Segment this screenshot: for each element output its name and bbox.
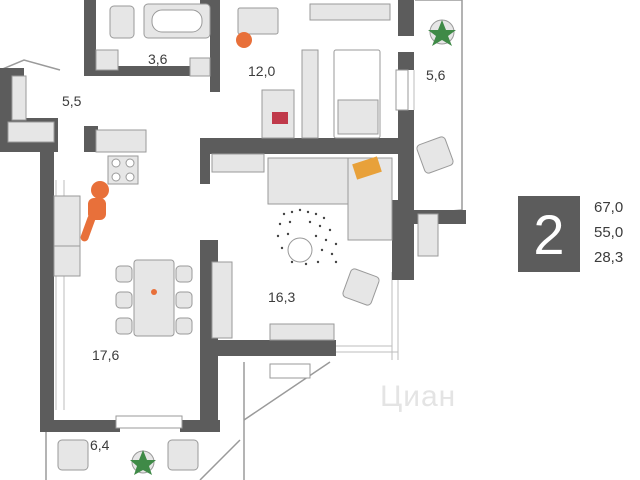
chair-orange — [236, 32, 252, 48]
bathroom-fixtures — [95, 3, 211, 77]
desk — [237, 7, 279, 35]
hallway-closet — [7, 75, 147, 153]
wardrobe — [211, 261, 233, 339]
rooms-count-badge: 2 — [518, 196, 580, 272]
area-label-living-room: 16,3 — [268, 289, 295, 305]
tv-stand — [211, 153, 265, 173]
kitchen-area: 28,3 — [594, 249, 624, 266]
plant-leaves — [130, 20, 456, 475]
area-label-hallway: 5,5 — [62, 93, 82, 109]
wall — [40, 420, 120, 432]
area-label-bathroom: 3,6 — [148, 51, 168, 67]
armchair — [342, 268, 380, 306]
armchair — [167, 439, 199, 471]
armchair — [57, 439, 89, 471]
wall — [84, 0, 96, 76]
person-figure — [80, 181, 109, 242]
window — [115, 415, 183, 429]
wall — [210, 0, 220, 92]
area-label-balcony-bottom: 6,4 — [90, 437, 110, 453]
counter — [53, 245, 81, 277]
dining-table — [133, 259, 175, 337]
armchair — [416, 136, 454, 174]
wall — [200, 138, 414, 154]
watermark-text: Циан — [380, 380, 457, 413]
chair — [115, 317, 133, 335]
dining-set — [115, 259, 193, 337]
kitchen-counter — [53, 155, 139, 277]
total-area: 67,0 — [594, 199, 624, 216]
area-label-bedroom: 12,0 — [248, 63, 275, 79]
shelving — [301, 49, 319, 139]
wall — [398, 0, 414, 36]
windows — [115, 69, 409, 429]
living-area: 55,0 — [594, 224, 624, 241]
chair — [175, 317, 193, 335]
wall — [40, 134, 54, 430]
sink — [95, 49, 119, 71]
window — [395, 69, 409, 111]
living-furniture — [211, 153, 393, 341]
coffee-table — [287, 237, 313, 263]
area-label-kitchen: 17,6 — [92, 347, 119, 363]
chair — [115, 291, 133, 309]
area-label-balcony-right: 5,6 — [426, 67, 446, 83]
tv — [269, 323, 335, 341]
window — [269, 363, 311, 379]
chair — [115, 265, 133, 283]
rug-pattern — [276, 208, 338, 266]
wardrobe — [309, 3, 391, 21]
wall — [84, 66, 214, 76]
cushion — [352, 156, 382, 180]
chair — [175, 291, 193, 309]
bedroom-furniture — [236, 3, 391, 139]
counter — [53, 195, 81, 247]
toilet — [109, 5, 135, 39]
chair — [175, 265, 193, 283]
shelf — [417, 213, 439, 257]
area-summary: 67,0 55,0 28,3 — [594, 196, 623, 271]
wall — [200, 340, 336, 356]
closet — [11, 75, 27, 121]
